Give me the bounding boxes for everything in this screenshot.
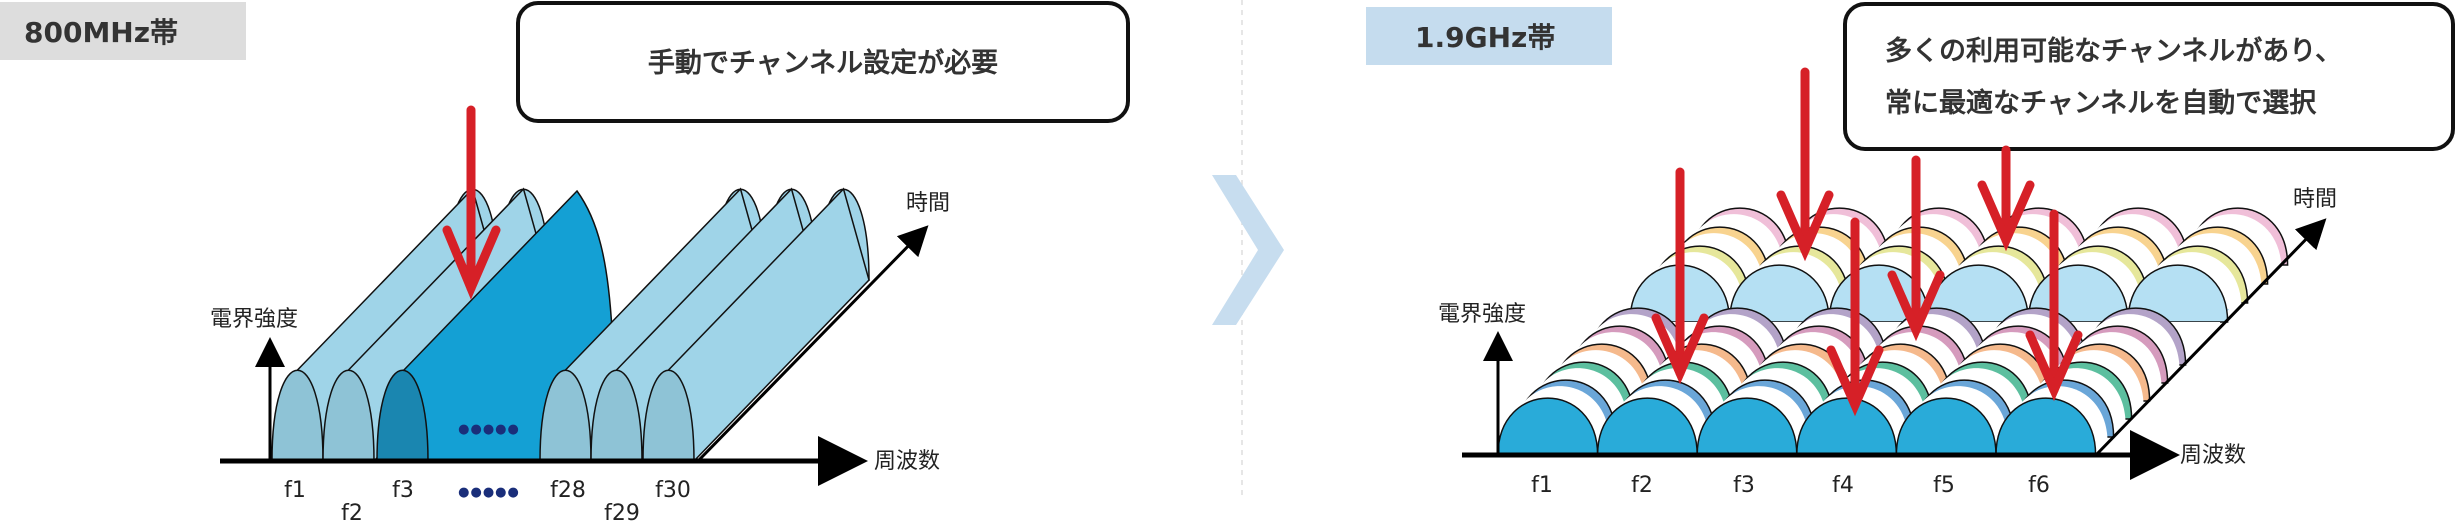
callout-box [516,1,1130,123]
time-axis [2094,218,2327,457]
x-axis-label: 周波数 [2180,443,2246,468]
time-axis-label: 時間 [2293,187,2337,212]
y-axis-label: 電界強度 [1438,302,1526,327]
y-axis-label: 電界強度 [210,307,298,332]
arrow-head [1887,270,1945,342]
selected-channel-front-wave [376,369,429,462]
channel-label: f28 [550,478,586,503]
callout-text-line1: 多くの利用可能なチャンネルがあり、 [1885,35,2342,67]
time-axis [696,225,929,463]
red-down-arrow [1887,155,1945,342]
channel-label: f5 [1933,473,1955,498]
callout-text-line2: 常に最適なチャンネルを自動で選択 [1885,87,2317,119]
channel-front-wave [590,369,643,462]
channel-label: f6 [2028,473,2050,498]
red-down-arrow [442,105,501,300]
channel-label: f1 [284,478,306,503]
channel-wave [1696,397,1798,456]
arrow-head [2025,330,2083,402]
channel-front-wave [322,369,375,462]
red-down-arrow [1826,217,1884,417]
band-label-box [1366,7,1612,65]
ellipsis-dots: ●●●●● [458,422,520,437]
channel-label: f29 [604,501,640,524]
channel-front-wave [642,369,695,462]
callout-box [1843,2,2455,151]
arrow-head [1776,190,1834,262]
red-down-arrow [1776,67,1834,262]
channel-label: f30 [655,478,691,503]
arrow-head [1826,345,1884,417]
channel-waveforms [1497,207,2289,456]
channel-label: f2 [341,501,363,524]
channel-label: f3 [1733,473,1755,498]
band-label: 1.9GHz帯 [1415,21,1555,54]
channel-front-wave [539,369,592,462]
band-label-box [0,2,246,60]
red-down-arrow [1977,145,2035,252]
x-axis-label: 周波数 [874,449,940,474]
left-panel-800mhz: 800MHz帯 手動でチャンネル設定が必要 電界強度 周波数 時間 f1 f2 … [0,1,1130,524]
time-axis-label: 時間 [906,191,950,216]
right-panel-1-9ghz: 1.9GHz帯 多くの利用可能なチャンネルがあり、 常に最適なチャンネルを自動で… [1366,2,2455,498]
channel-wave [1728,264,1830,323]
channel-wave [2127,264,2229,323]
channel-label: f4 [1832,473,1854,498]
channel-label: f1 [1531,473,1553,498]
chevron-right-icon [1212,175,1284,325]
band-label: 800MHz帯 [24,16,178,49]
arrow-head [1651,313,1709,385]
channel-label: f3 [392,478,414,503]
red-down-arrow [2025,209,2083,402]
channel-wave [1995,397,2097,456]
channel-wave [1497,397,1599,456]
callout-text: 手動でチャンネル設定が必要 [648,47,998,79]
channel-waveforms [271,187,870,463]
red-down-arrows [1651,67,2083,417]
ellipsis-dots: ●●●●● [458,485,520,500]
channel-label: f2 [1631,473,1653,498]
arrow-head [1977,180,2035,252]
red-down-arrow [1651,167,1709,385]
channel-wave [1895,397,1997,456]
channel-wave [1596,397,1698,456]
channel-front-wave [271,369,324,462]
